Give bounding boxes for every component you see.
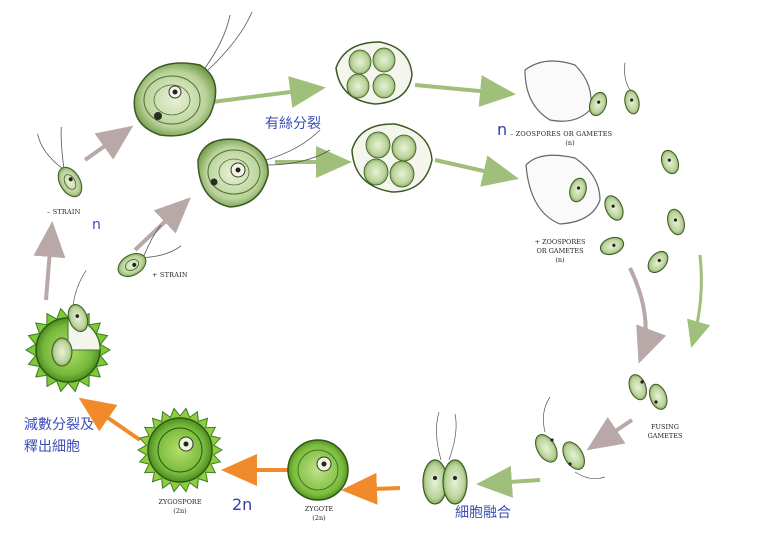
- plus-strain-label: + STRAIN: [152, 271, 188, 279]
- arrow-division-to-minus-zoospores: [414, 75, 516, 107]
- fused-cell: [422, 411, 468, 505]
- haploid-top-label: n: [497, 120, 508, 139]
- haploid-left-label: n: [92, 217, 101, 233]
- cell-fusion-label: 細胞融合: [455, 505, 511, 521]
- zygote-line1: ZYGOTE: [304, 505, 334, 513]
- zygospore-line2: (2n): [173, 507, 187, 515]
- fusing-gametes-line1: FUSING: [651, 423, 679, 431]
- minus-zoospore-release: [524, 60, 680, 175]
- arrow-far-right-down: [687, 254, 711, 348]
- arrow-right-down: [628, 267, 667, 364]
- minus-zoospores-ploidy: (n): [565, 139, 575, 147]
- zygote-line2: (2n): [312, 514, 326, 522]
- germinating-spore: [25, 270, 111, 393]
- arrow-left-up: [33, 221, 66, 301]
- plus-zoospore-release: [525, 154, 685, 274]
- arrow-pair-to-fused: [476, 465, 541, 498]
- zygospore-line1: ZYGOSPORE: [158, 498, 202, 506]
- meiosis-line2: 釋出細胞: [24, 439, 80, 455]
- plus-zoospores-line1: + ZOOSPORES: [534, 238, 586, 246]
- arrow-division-to-plus-zoospores: [434, 155, 519, 187]
- arrow-fusing-to-pair: [586, 416, 634, 451]
- arrow-top-cell-to-division: [211, 76, 326, 108]
- gamete-pair-cell: [535, 396, 606, 479]
- zygospore-cell: [137, 407, 223, 493]
- minus-strain-cell: [37, 126, 83, 198]
- meiosis-line1: 減數分裂及: [24, 417, 94, 433]
- plus-zoospores-line3: (n): [555, 256, 565, 264]
- plus-zoospores-line2: OR GAMETES: [536, 247, 584, 255]
- middle-vegetative-cell: [197, 129, 331, 208]
- arrow-minus-to-top-cell: [83, 125, 134, 162]
- middle-dividing-cell: [351, 123, 433, 193]
- minus-strain-label: – STRAIN: [47, 208, 81, 216]
- plus-strain-cell: [117, 224, 182, 277]
- cycle-arrows: [33, 75, 711, 505]
- arrow-fused-to-zygote: [341, 472, 401, 505]
- fusing-gametes-line2: GAMETES: [647, 432, 683, 440]
- diploid-label: 2n: [232, 495, 253, 514]
- fusing-gametes-cell: [628, 374, 668, 410]
- top-vegetative-cell: [133, 11, 253, 137]
- mitosis-label: 有絲分裂: [265, 116, 321, 132]
- top-dividing-cell: [335, 41, 413, 105]
- arrow-zygospore-to-germination: [78, 397, 142, 442]
- minus-zoospores-label: – ZOOSPORES OR GAMETES: [510, 130, 613, 138]
- arrow-plus-to-mid-cell: [133, 197, 191, 252]
- zygote-cell: [287, 439, 349, 501]
